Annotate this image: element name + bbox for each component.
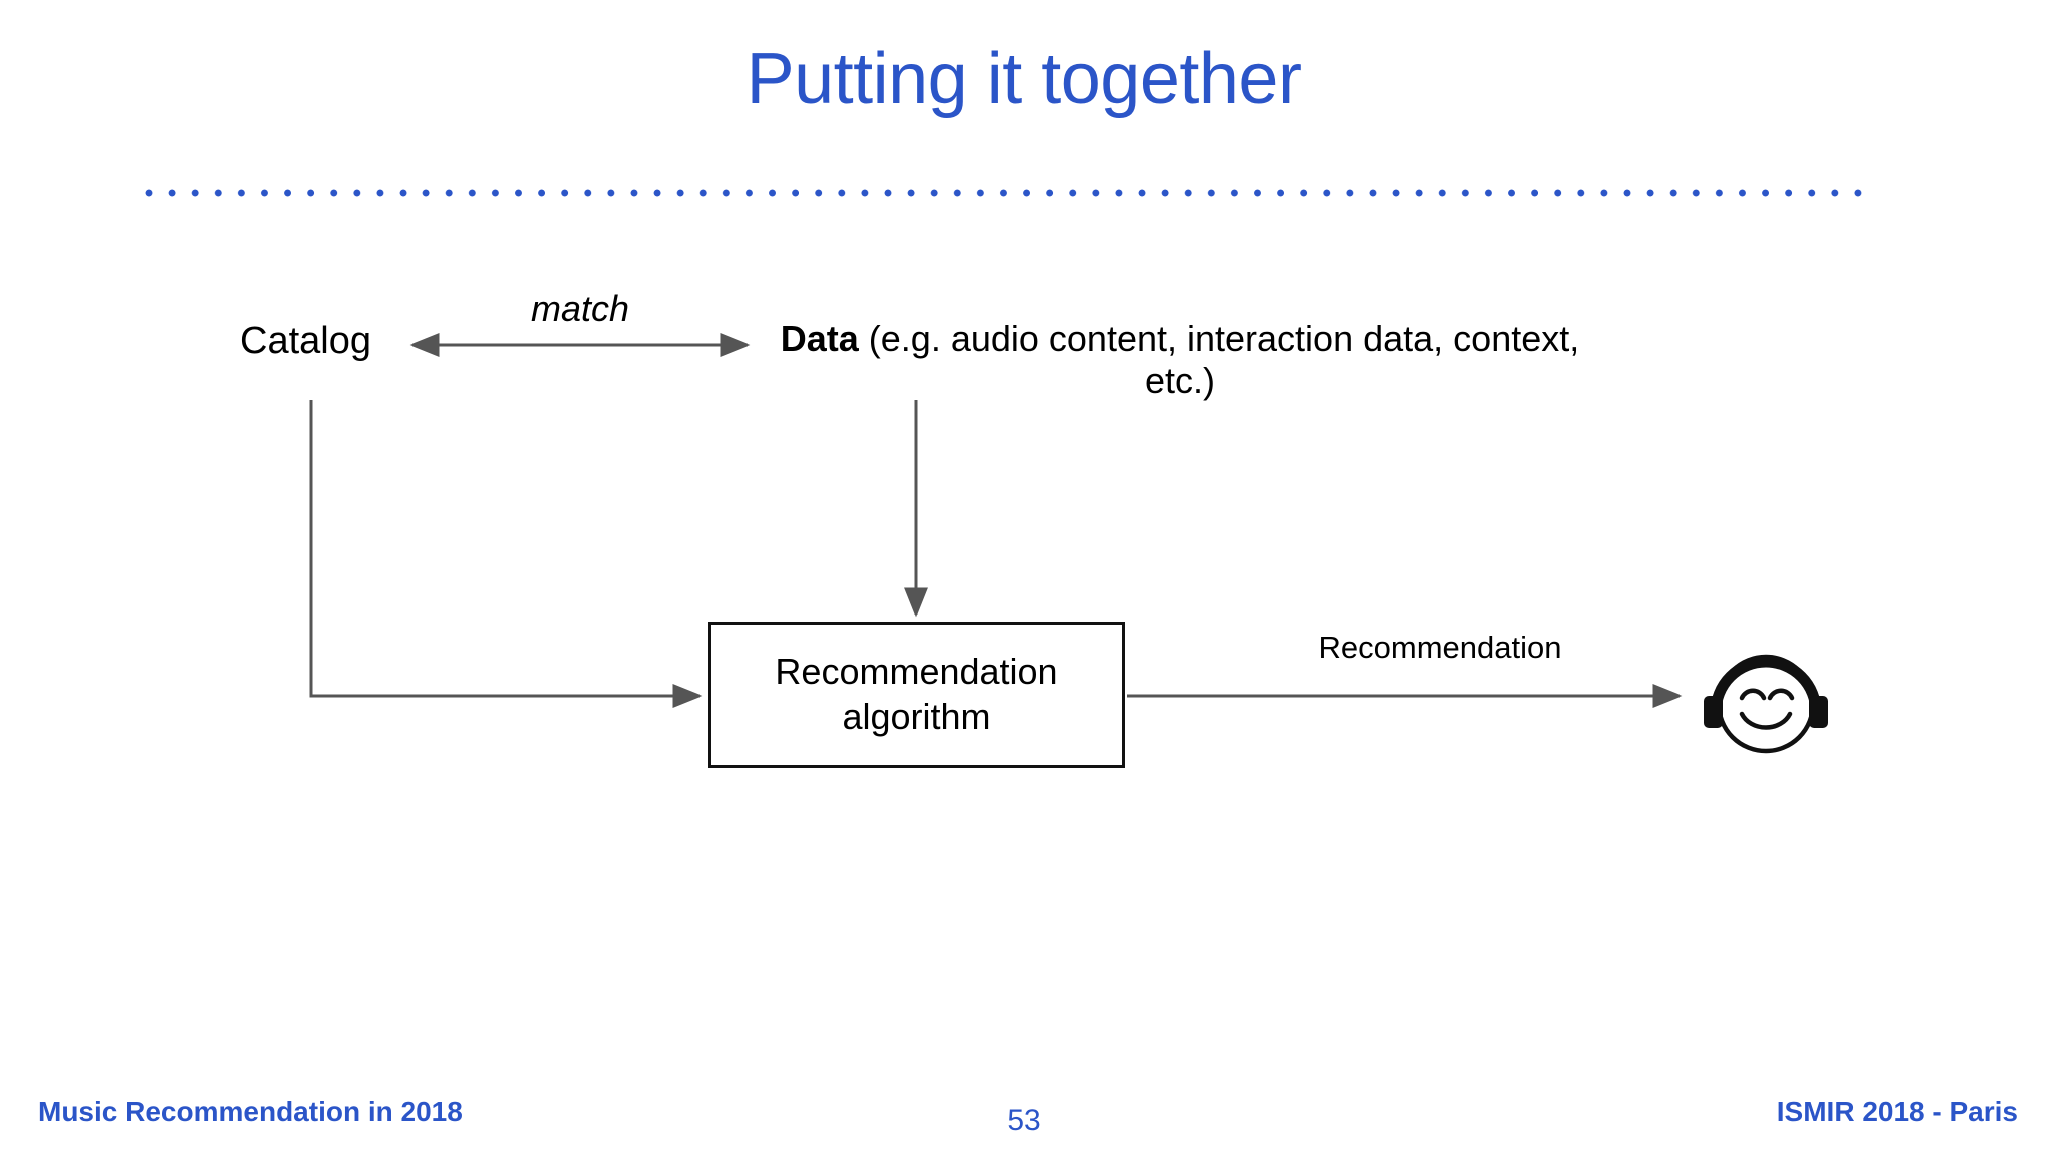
node-recommendation-algorithm-box[interactable]: Recommendation algorithm: [708, 622, 1125, 768]
edge-label-recommendation: Recommendation: [1318, 630, 1562, 665]
node-catalog-label: Catalog: [240, 320, 371, 362]
title-dotted-divider: [145, 188, 1865, 198]
edge-label-match: match: [530, 288, 630, 329]
footer-right-text: ISMIR 2018 - Paris: [1776, 1096, 2018, 1127]
page-title: Putting it together: [746, 39, 1302, 119]
node-data-label-bold: Data: [780, 318, 859, 359]
edge-catalog-algorithm: [309, 400, 703, 708]
footer-left-text: Music Recommendation in 2018: [38, 1096, 463, 1127]
node-data-label: Data (e.g. audio content, interaction da…: [760, 318, 1600, 403]
node-data-label-rest: (e.g. audio content, interaction data, c…: [858, 318, 1580, 402]
node-recommendation-algorithm-label: Recommendation algorithm: [775, 651, 1058, 737]
footer-page-number: 53: [1007, 1104, 1041, 1137]
headphones-smiley-icon: [1704, 654, 1828, 754]
